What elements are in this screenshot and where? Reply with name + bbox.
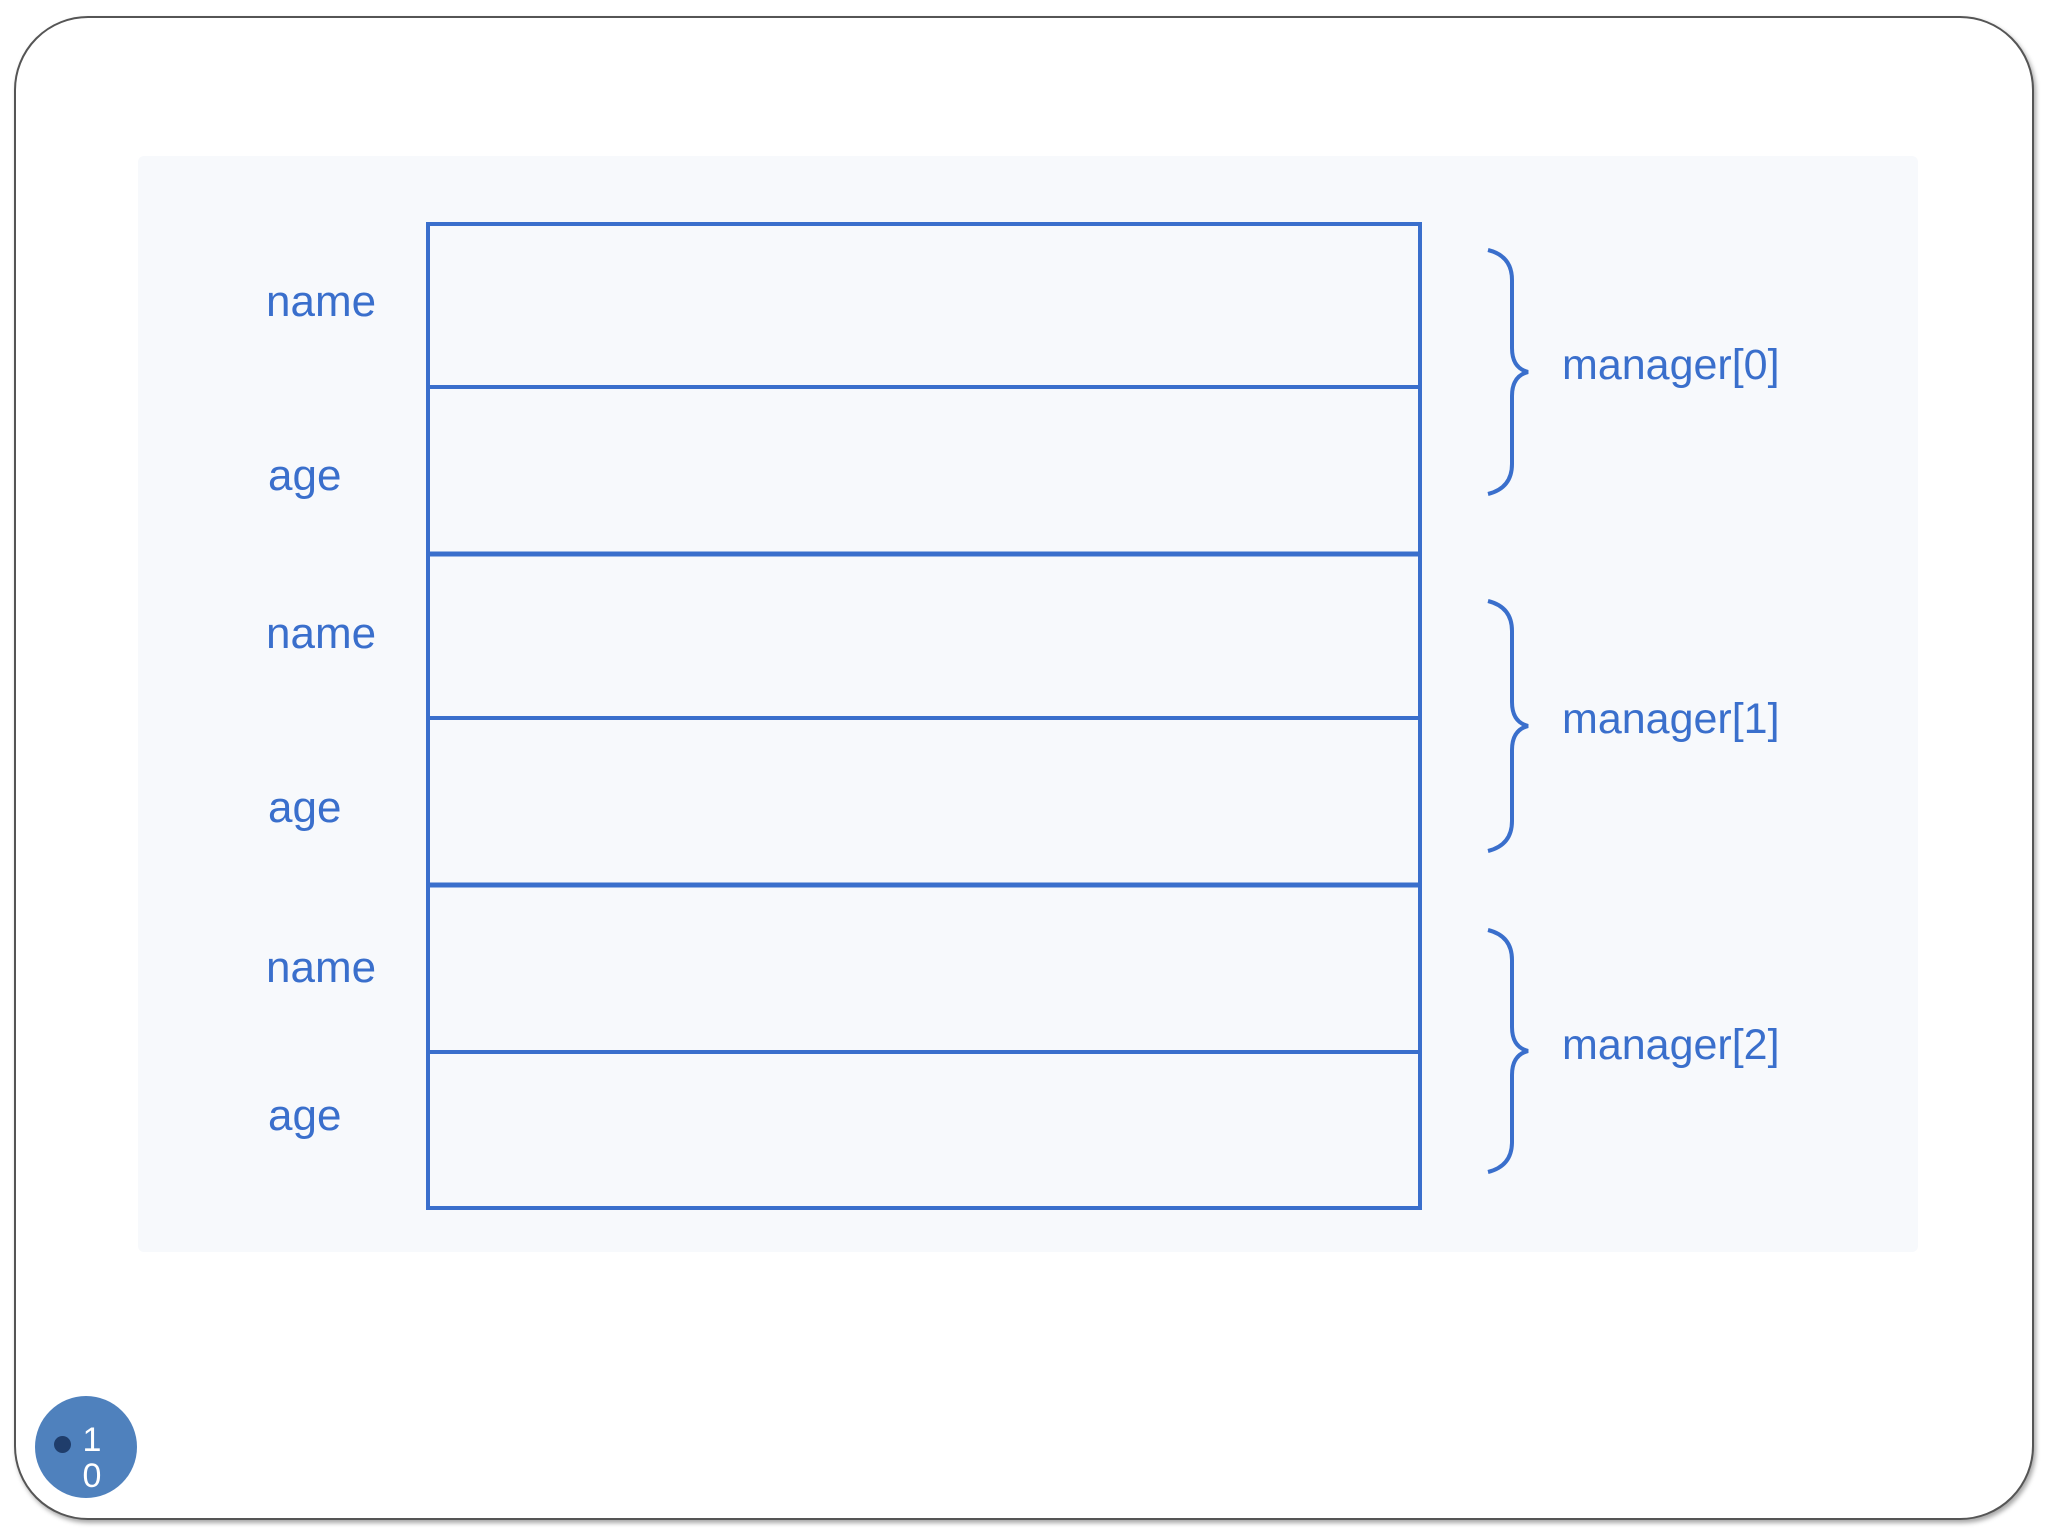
slide: name age name age name age manager[0] ma… (14, 16, 2034, 1520)
field-label-name: name (266, 277, 377, 326)
page-number: 102 (82, 1421, 102, 1498)
group-label-manager-1: manager[1] (1562, 695, 1780, 743)
diagram-background (138, 156, 1918, 1252)
brace-manager-1 (1487, 599, 1529, 853)
field-label-age: age (268, 1091, 342, 1140)
field-label-age: age (268, 783, 342, 832)
group-label-manager-2: manager[2] (1562, 1021, 1780, 1069)
bullet-icon (54, 1436, 71, 1453)
struct-array-memory-diagram (426, 222, 1529, 1210)
brace-manager-2 (1487, 928, 1529, 1174)
field-label-name: name (266, 943, 377, 992)
page-number-badge: 102 (35, 1396, 137, 1498)
group-label-manager-0: manager[0] (1562, 341, 1780, 389)
brace-manager-0 (1487, 248, 1529, 496)
field-label-name: name (266, 609, 377, 658)
field-label-age: age (268, 451, 342, 500)
